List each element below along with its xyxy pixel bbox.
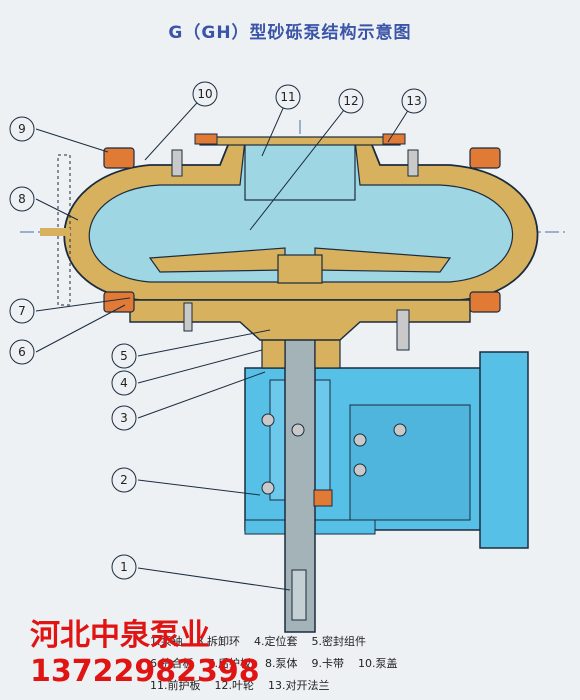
clamp-top-right [469, 147, 501, 169]
callout-8: 8 [9, 186, 35, 212]
legend-item: 12.叶轮 [214, 679, 255, 692]
callout-3: 3 [111, 405, 137, 431]
legend-item: 1.泵轴 [150, 635, 183, 648]
shaft-keyway [291, 569, 307, 621]
legend-item: 4.定位套 [254, 635, 298, 648]
orange-marker [313, 489, 333, 507]
callout-7: 7 [9, 298, 35, 324]
callout-11: 11 [275, 84, 301, 110]
brand-phone: 13722982398 [30, 654, 260, 689]
callout-label: 7 [18, 304, 26, 318]
callout-label: 12 [343, 94, 358, 108]
leader-lines [35, 93, 415, 591]
split-flange-left [194, 133, 218, 145]
callout-label: 11 [280, 90, 295, 104]
bracket-foot [479, 351, 529, 549]
clamp-bottom-left [103, 291, 135, 313]
callout-label: 8 [18, 192, 26, 206]
callout-label: 10 [197, 87, 212, 101]
legend-item: 13.对开法兰 [268, 679, 330, 692]
legend-item: 5.密封组件 [311, 635, 367, 648]
front-liner [88, 139, 514, 283]
clamp-bottom-right [469, 291, 501, 313]
callout-2: 2 [111, 467, 137, 493]
impeller-hub [277, 254, 323, 284]
diagram-title: G（GH）型砂砾泵结构示意图 [168, 23, 412, 43]
callout-12: 12 [338, 88, 364, 114]
parts-legend: 1.泵轴 3.拆卸环 4.定位套 5.密封组件 6.护合板 7.后护板 8.泵体 9.卡带 10… [150, 630, 470, 696]
callout-10: 10 [192, 81, 218, 107]
legend-item: 10.泵盖 [358, 657, 398, 670]
callout-4: 4 [111, 370, 137, 396]
callout-label: 5 [120, 349, 128, 363]
callout-1: 1 [111, 554, 137, 580]
legend-item: 9.卡带 [311, 657, 345, 670]
legend-item: 6.护合板 [150, 657, 194, 670]
callout-label: 9 [18, 122, 26, 136]
split-flange-right [382, 133, 406, 145]
callout-label: 2 [120, 473, 128, 487]
suction-throat [244, 139, 356, 201]
callout-13: 13 [401, 88, 427, 114]
callout-label: 13 [406, 94, 421, 108]
legend-row: 6.护合板 7.后护板 8.泵体 9.卡带 10.泵盖 [150, 652, 470, 674]
legend-item: 3.拆卸环 [196, 635, 241, 648]
callout-5: 5 [111, 343, 137, 369]
bracket-window [349, 404, 471, 521]
legend-item: 8.泵体 [265, 657, 298, 670]
callout-9: 9 [9, 116, 35, 142]
callout-label: 4 [120, 376, 128, 390]
legend-row: 1.泵轴 3.拆卸环 4.定位套 5.密封组件 [150, 630, 470, 652]
brand-watermark: 河北中泉泵业 13722982398 [30, 618, 260, 690]
brand-name: 河北中泉泵业 [30, 618, 210, 653]
legend-row: 11.前护板 12.叶轮 13.对开法兰 [150, 674, 470, 696]
legend-item: 11.前护板 [150, 679, 201, 692]
callout-label: 1 [120, 560, 128, 574]
inlet-flange [199, 136, 401, 146]
legend-item: 7.后护板 [207, 657, 252, 670]
callout-label: 3 [120, 411, 128, 425]
bolts [171, 149, 419, 495]
callout-6: 6 [9, 339, 35, 365]
callout-label: 6 [18, 345, 26, 359]
back-liner [129, 299, 471, 341]
clamp-top-left [103, 147, 135, 169]
